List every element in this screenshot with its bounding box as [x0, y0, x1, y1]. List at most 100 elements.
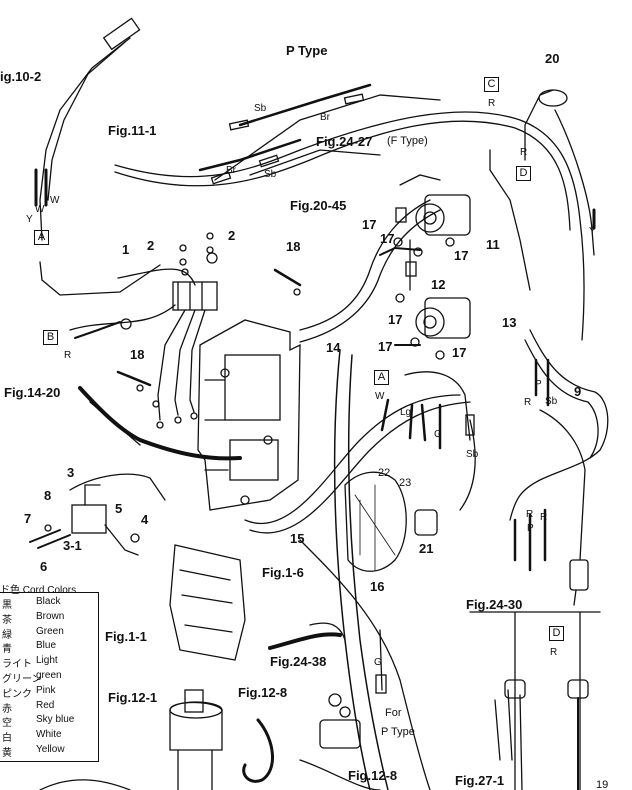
legend-en: green: [36, 670, 62, 681]
code-r-4: R: [524, 397, 532, 408]
code-sb-2: Sb: [264, 169, 277, 180]
for-p-type-label: P Type: [381, 726, 415, 738]
legend-row: 青 Blue: [0, 640, 98, 656]
part-16: 16: [370, 579, 385, 594]
code-r-3: R: [64, 350, 72, 361]
part-22: 22: [378, 467, 391, 479]
part-5: 5: [115, 501, 123, 516]
part-13: 13: [502, 315, 517, 330]
fig-ref-24-30: Fig.24-30: [466, 597, 523, 612]
cord-colors-title: ド色 Cord Colors: [0, 585, 77, 596]
fig-ref-1-1: Fig.1-1: [105, 629, 147, 644]
part-11: 11: [486, 237, 500, 252]
fig-ref-1-6: Fig.1-6: [262, 565, 304, 580]
code-g-2: G: [374, 657, 382, 668]
legend-jp: 茶: [2, 614, 12, 626]
code-r-2: R: [520, 147, 528, 158]
code-y-2: Y: [589, 226, 596, 237]
legend-en: Blue: [36, 640, 57, 652]
code-br-1: Br: [320, 112, 330, 123]
fig-ref-27-1: Fig.27-1: [455, 773, 505, 788]
part-18a: 18: [286, 239, 301, 254]
legend-row: 黒 Black: [0, 596, 98, 611]
connector-a-center: A: [374, 370, 389, 385]
part-8: 8: [44, 488, 52, 503]
page-number: 19: [596, 779, 609, 790]
part-3: 3: [67, 465, 75, 480]
code-sb-1: Sb: [254, 103, 267, 114]
legend-jp: 赤: [2, 703, 12, 715]
part-17f: 17: [452, 345, 467, 360]
code-r-1: R: [488, 98, 496, 109]
for-label: For: [385, 707, 402, 719]
legend-en: Black: [36, 596, 61, 607]
legend-jp: 緑: [2, 629, 12, 641]
fig-ref-12-8-upper: Fig.12-8: [238, 685, 288, 700]
code-r-7: R: [526, 509, 534, 520]
code-w-2: W: [35, 204, 45, 215]
legend-en: Yellow: [36, 744, 65, 755]
legend-jp: 青: [2, 644, 12, 656]
code-p-1: P: [535, 379, 542, 390]
legend-en: Red: [36, 699, 55, 711]
legend-jp: グリーン: [2, 674, 42, 685]
legend-row: 緑 Green: [0, 625, 98, 641]
code-sb-3: Sb: [545, 396, 558, 407]
fig-ref-12-1: Fig.12-1: [108, 690, 158, 705]
legend-jp: 黒: [2, 600, 12, 611]
part-23: 23: [399, 477, 412, 489]
part-17e: 17: [378, 339, 393, 354]
part-1: 1: [122, 242, 130, 257]
fig-ref-11-1: Fig.11-1: [108, 123, 157, 138]
part-3-1: 3-1: [63, 538, 82, 553]
part-15: 15: [290, 531, 305, 546]
legend-jp: 白: [2, 733, 12, 745]
legend-row: 赤 Red: [0, 699, 98, 715]
legend-en: Light: [36, 655, 58, 667]
legend-row: 茶 Brown: [0, 610, 98, 626]
connector-d-bottom: D: [549, 626, 564, 641]
legend-row: 空 Sky blue: [0, 714, 98, 730]
legend-en: Pink: [36, 684, 56, 696]
fig-ref-12-8-lower: Fig.12-8: [348, 768, 398, 783]
legend-en: Sky blue: [36, 714, 75, 726]
connector-c: C: [484, 77, 499, 92]
legend-jp: 黄: [2, 748, 12, 759]
part-20: 20: [545, 51, 560, 66]
code-sb-4: Sb: [466, 449, 479, 460]
legend-row: ライト Light: [0, 655, 98, 671]
code-r-6: R: [550, 647, 558, 658]
legend-jp: ライト: [2, 659, 32, 671]
part-2a: 2: [147, 238, 155, 253]
part-17d: 17: [388, 312, 403, 327]
code-lg: Lg: [400, 407, 412, 418]
f-type-label: (F Type): [387, 135, 428, 147]
fig-ref-24-27: Fig.24-27: [316, 134, 373, 149]
part-17a: 17: [362, 217, 377, 232]
connector-b: B: [43, 330, 58, 345]
connector-a-left: A: [34, 230, 49, 245]
part-12: 12: [431, 277, 446, 292]
legend-jp: 空: [2, 718, 12, 730]
connector-d-top: D: [516, 166, 531, 181]
legend-en: Green: [36, 625, 64, 637]
part-17b: 17: [380, 231, 395, 246]
part-18b: 18: [130, 347, 145, 362]
fig-ref-20-45: Fig.20-45: [290, 198, 347, 213]
fig-ref-24-38: Fig.24-38: [270, 654, 327, 669]
code-br-2: Br: [226, 165, 236, 176]
code-y-1: Y: [26, 214, 33, 225]
part-14: 14: [326, 340, 341, 355]
part-6: 6: [40, 559, 48, 574]
fig-ref-14-20: Fig.14-20: [4, 385, 61, 400]
legend-en: Brown: [36, 610, 65, 622]
code-r-5: R: [540, 512, 548, 523]
legend-row: 黄 Yellow: [0, 744, 98, 759]
part-21: 21: [419, 541, 434, 556]
part-17c: 17: [454, 248, 469, 263]
